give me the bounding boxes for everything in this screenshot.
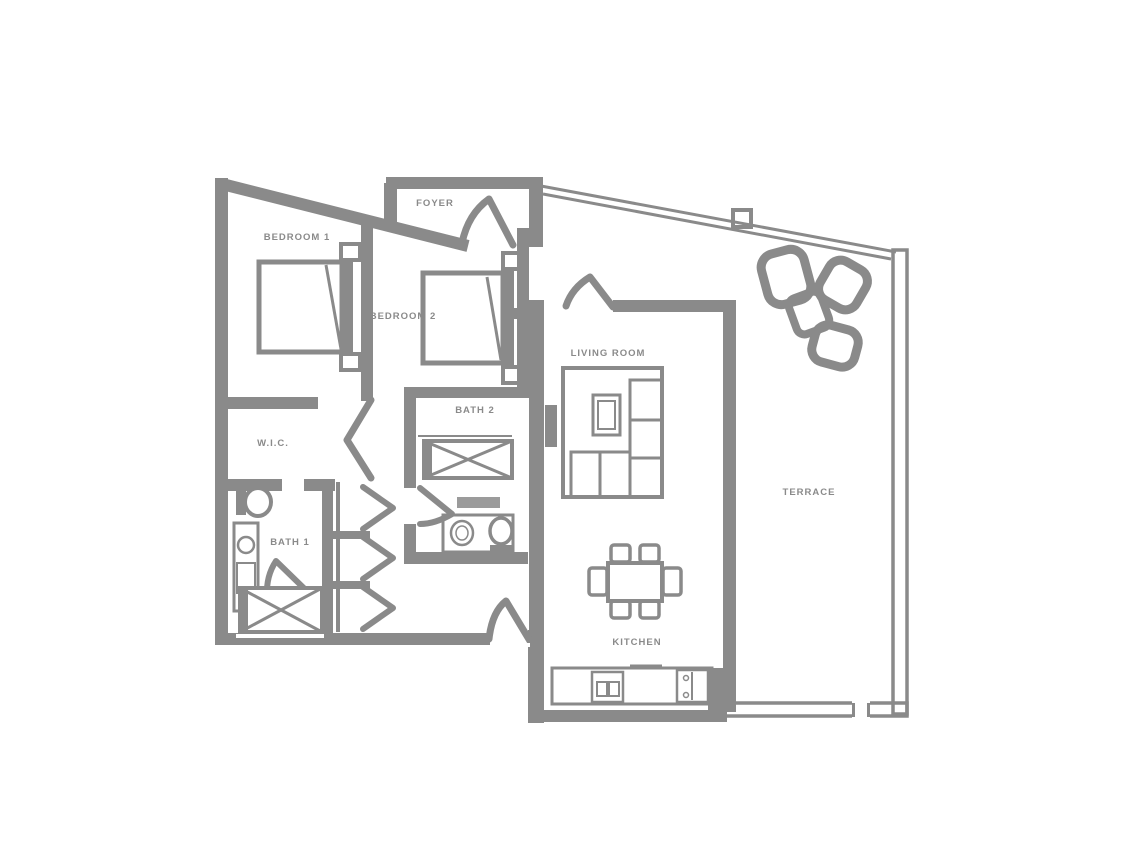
toilet-tank-icon	[490, 545, 513, 554]
living-furniture	[545, 366, 664, 499]
wall-left	[215, 178, 228, 643]
wall-foyer-right	[529, 177, 543, 247]
wall-foyer-left-stub	[384, 183, 397, 228]
wall-living-top	[613, 300, 733, 312]
bed1-icon	[256, 259, 345, 355]
dining-chair-icon	[638, 543, 661, 564]
bifold-door-closet2-icon	[360, 534, 396, 582]
closet-shelf-upper	[330, 531, 370, 539]
entry-threshold	[490, 643, 530, 647]
door-swing-bedroom2-icon	[458, 195, 517, 249]
closet-shelf-lower	[330, 581, 370, 589]
sink-inner	[455, 525, 469, 541]
door-swing-bath2-icon	[417, 485, 455, 527]
kitchen-fixtures	[550, 664, 714, 706]
door-swing-entry-icon	[485, 597, 534, 645]
sink-icon	[236, 535, 256, 555]
bed1-sheet-fold	[324, 264, 343, 350]
terrace-wall-bottom	[723, 701, 909, 718]
wall-bedroom-divider	[361, 218, 373, 401]
bedroom1-label: BEDROOM 1	[264, 232, 331, 243]
interior-walls	[215, 218, 736, 723]
bedroom2-furniture	[420, 251, 521, 385]
bifold-door-closet3-icon	[360, 584, 396, 632]
kitchen-label: KITCHEN	[612, 637, 661, 648]
nightstand-icon	[339, 242, 362, 262]
bed1-headboard	[341, 260, 353, 354]
nightstand-icon	[339, 352, 362, 372]
wall-kitchen-bottom	[543, 710, 727, 722]
terrace-wall-right	[891, 248, 909, 716]
wall-living-right	[723, 300, 736, 712]
wall-top-slanted	[220, 178, 470, 252]
bedroom2-label: BEDROOM 2	[370, 311, 437, 322]
lounge-chair-icon	[756, 244, 816, 310]
bed2-sheet-fold	[485, 276, 503, 361]
dining-chair-icon	[661, 566, 683, 597]
kitchen-sink-icon	[590, 670, 625, 704]
stove-icon	[675, 668, 710, 704]
wall-bath1-right	[322, 479, 333, 637]
wall-cabinet-icon	[545, 405, 557, 447]
closet-back-line	[336, 482, 340, 632]
wic-label: W.I.C.	[257, 438, 289, 449]
dining-table-icon	[606, 561, 664, 603]
bathtub-icon	[418, 435, 514, 480]
bed2-headboard	[502, 271, 514, 365]
kitchen-counter-icon	[550, 666, 714, 706]
gate-tick-left	[852, 703, 855, 717]
bath1-fixtures	[232, 486, 324, 640]
wall-hall-right-upper	[404, 398, 416, 488]
foyer-label: FOYER	[416, 198, 454, 209]
dining-chair-icon	[587, 566, 609, 597]
bath2-fixtures	[418, 435, 515, 554]
living-label: LIVING ROOM	[571, 348, 646, 359]
wall-bedroom1-bottom	[228, 397, 318, 409]
toilet-icon	[243, 486, 273, 518]
bath1-door-gap	[282, 477, 304, 493]
gate-tick-right	[867, 703, 870, 717]
toilet-icon	[488, 516, 514, 546]
railing-outer-line	[540, 184, 897, 254]
bifold-door-wic-icon	[343, 396, 375, 482]
wall-bath2-bottom	[404, 552, 528, 564]
railing-post-icon	[731, 208, 753, 229]
railing-inner-line	[542, 192, 892, 261]
bifold-door-closet1-icon	[360, 484, 396, 532]
terrace-furniture	[756, 244, 872, 372]
bath2-label: BATH 2	[455, 405, 495, 416]
room-labels: BEDROOM 1 BEDROOM 2 FOYER LIVING ROOM KI…	[257, 198, 836, 648]
wall-bath1-top	[215, 479, 335, 491]
bath1-label: BATH 1	[270, 537, 310, 548]
terrace-gate-gap	[852, 700, 870, 719]
dining-chair-icon	[609, 599, 632, 620]
wall-living-left	[529, 300, 544, 723]
sink-icon	[449, 519, 475, 547]
dining-set	[587, 543, 683, 620]
dining-chair-icon	[638, 599, 661, 620]
bedroom1-furniture	[256, 242, 362, 372]
bathtub-icon	[236, 586, 324, 640]
lounge-chair-icon	[807, 320, 863, 372]
wall-foyer-top	[386, 177, 543, 189]
sofa-sectional-icon	[561, 366, 664, 499]
nightstand-icon	[501, 365, 521, 385]
shelf-icon	[457, 497, 500, 508]
toilet-tank-icon	[236, 489, 246, 515]
door-swing-living-icon	[562, 273, 617, 311]
terrace-label: TERRACE	[783, 487, 836, 498]
dining-chair-icon	[609, 543, 632, 564]
nightstand-icon	[501, 251, 521, 271]
coffee-table-icon	[591, 393, 622, 437]
lounge-chair-icon	[814, 255, 872, 315]
wall-bath2-top	[404, 387, 528, 398]
